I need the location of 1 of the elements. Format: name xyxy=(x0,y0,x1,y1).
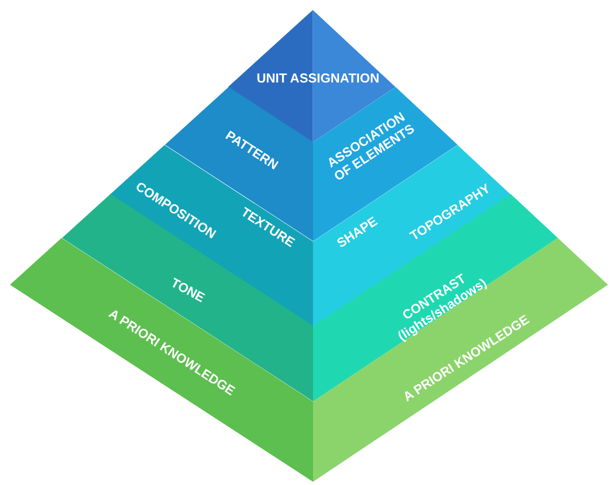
face-label: UNIT ASSIGNATION xyxy=(256,70,380,86)
